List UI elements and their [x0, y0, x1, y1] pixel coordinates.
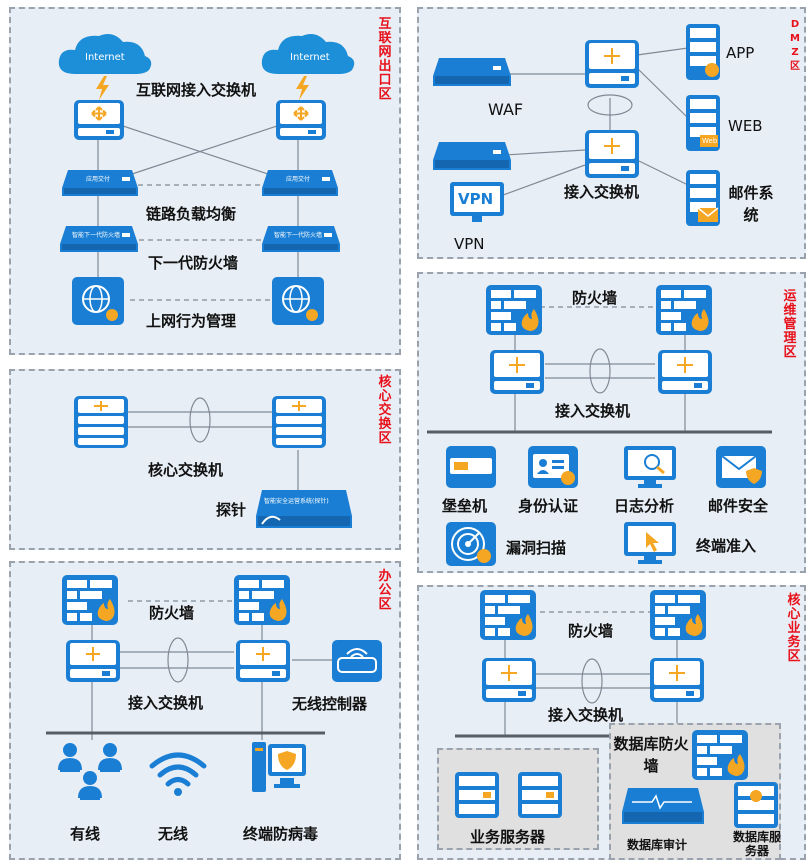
- zone-title-core-exchange: 核心交换区: [378, 375, 392, 446]
- mail-server-icon: [686, 170, 720, 230]
- core-switch-icon-right: [272, 396, 326, 452]
- internet-switch-icon-left: [74, 100, 124, 144]
- mail-security-label: 邮件安全: [708, 497, 769, 515]
- ops-firewall-icon-left: [486, 285, 542, 339]
- biz-access-switch-label: 接入交换机: [548, 706, 624, 724]
- ops-access-switch-label: 接入交换机: [555, 402, 631, 420]
- web-label: WEB: [728, 117, 763, 135]
- internet-cloud-right: Internet: [258, 30, 358, 78]
- ops-firewall-label: 防火墙: [572, 289, 618, 307]
- behavior-mgmt-label: 上网行为管理: [146, 312, 237, 330]
- db-server-label: 数据库服务器: [732, 830, 781, 858]
- office-firewall-icon-left: [62, 575, 118, 629]
- db-server-icon: [734, 782, 778, 832]
- internet-access-switch-label: 互联网接入交换机: [136, 81, 257, 99]
- ngfw-device-right: 智能下一代防火墙: [262, 226, 340, 252]
- adc-device-left: 应用交付: [62, 170, 138, 196]
- ops-firewall-icon-right: [656, 285, 712, 339]
- app-server-icon: [686, 24, 720, 84]
- vuln-scan-label: 漏洞扫描: [506, 539, 567, 557]
- zone-title-office: 办公区: [378, 569, 392, 612]
- nac-label: 终端准入: [696, 537, 757, 555]
- bastion-icon: [446, 446, 496, 492]
- wired-users-icon: [56, 742, 126, 810]
- office-firewall-icon-right: [234, 575, 290, 629]
- waf-label: WAF: [488, 100, 524, 119]
- zone-title-internet-exit: 互联网出口区: [378, 17, 392, 102]
- business-server-label: 业务服务器: [470, 828, 546, 846]
- office-switch-icon-right: [236, 640, 290, 686]
- wireless-controller-label: 无线控制器: [292, 695, 368, 713]
- web-server-icon: Web: [686, 95, 720, 151]
- probe-label: 探针: [216, 501, 247, 519]
- biz-firewall-icon-left: [480, 590, 536, 644]
- wifi-icon: [148, 750, 208, 800]
- waf-device-top: [433, 58, 511, 86]
- mail-system-label: 邮件系统: [728, 184, 774, 224]
- antivirus-label: 终端防病毒: [243, 825, 319, 843]
- dmz-access-switch-label: 接入交换机: [564, 183, 640, 201]
- biz-switch-icon-right: [650, 658, 704, 706]
- ngfw-device-left: 智能下一代防火墙: [60, 226, 138, 252]
- app-label: APP: [726, 44, 755, 62]
- wireless-controller-icon: [332, 640, 382, 686]
- core-switch-icon-left: [74, 396, 128, 452]
- office-access-switch-label: 接入交换机: [128, 694, 204, 712]
- biz-switch-icon-left: [482, 658, 536, 706]
- vpn-label: VPN: [454, 235, 485, 253]
- bastion-label: 堡垒机: [442, 497, 488, 515]
- business-server-icon-2: [518, 772, 562, 822]
- lightning-icon-left: [94, 76, 110, 104]
- behavior-mgmt-icon-left: [72, 277, 124, 329]
- vuln-scan-icon: [446, 522, 496, 570]
- ops-switch-icon-left: [490, 350, 544, 398]
- behavior-mgmt-icon-right: [272, 277, 324, 329]
- zone-title-core-business: 核心业务区: [787, 593, 801, 664]
- office-firewall-label: 防火墙: [149, 604, 195, 622]
- probe-device: 智能安全运营系统(探针): [256, 490, 352, 528]
- wireless-label: 无线: [158, 825, 189, 843]
- antivirus-terminal-icon: [252, 742, 308, 802]
- db-firewall-label: 数据库防火墙: [613, 735, 689, 775]
- lightning-icon-right: [294, 76, 310, 104]
- nac-icon: [624, 522, 676, 570]
- internet-cloud-left: Internet: [55, 30, 155, 78]
- db-audit-device: [622, 788, 704, 828]
- log-analysis-label: 日志分析: [614, 497, 675, 515]
- business-server-icon-1: [455, 772, 499, 822]
- internet-switch-icon-right: [276, 100, 326, 144]
- dmz-switch-icon-top: [585, 40, 639, 92]
- load-balance-label: 链路负载均衡: [146, 205, 237, 223]
- db-audit-label: 数据库审计: [627, 838, 688, 852]
- ops-switch-icon-right: [658, 350, 712, 398]
- zone-title-dmz: DMZ区: [790, 19, 800, 72]
- log-analysis-icon: [624, 446, 676, 492]
- ngfw-label: 下一代防火墙: [148, 254, 239, 272]
- db-firewall-icon: [692, 730, 748, 784]
- vpn-device-icon: VPN: [450, 182, 504, 222]
- core-switch-label: 核心交换机: [148, 461, 224, 479]
- mail-security-icon: [716, 446, 766, 492]
- biz-firewall-label: 防火墙: [568, 622, 614, 640]
- adc-device-right: 应用交付: [262, 170, 338, 196]
- zone-title-ops-mgmt: 运维管理区: [783, 289, 797, 360]
- wired-label: 有线: [70, 825, 101, 843]
- identity-auth-label: 身份认证: [518, 497, 579, 515]
- identity-auth-icon: [528, 446, 578, 492]
- office-switch-icon-left: [66, 640, 120, 686]
- biz-firewall-icon-right: [650, 590, 706, 644]
- waf-device-bottom: [433, 142, 511, 170]
- dmz-switch-icon-bottom: [585, 130, 639, 182]
